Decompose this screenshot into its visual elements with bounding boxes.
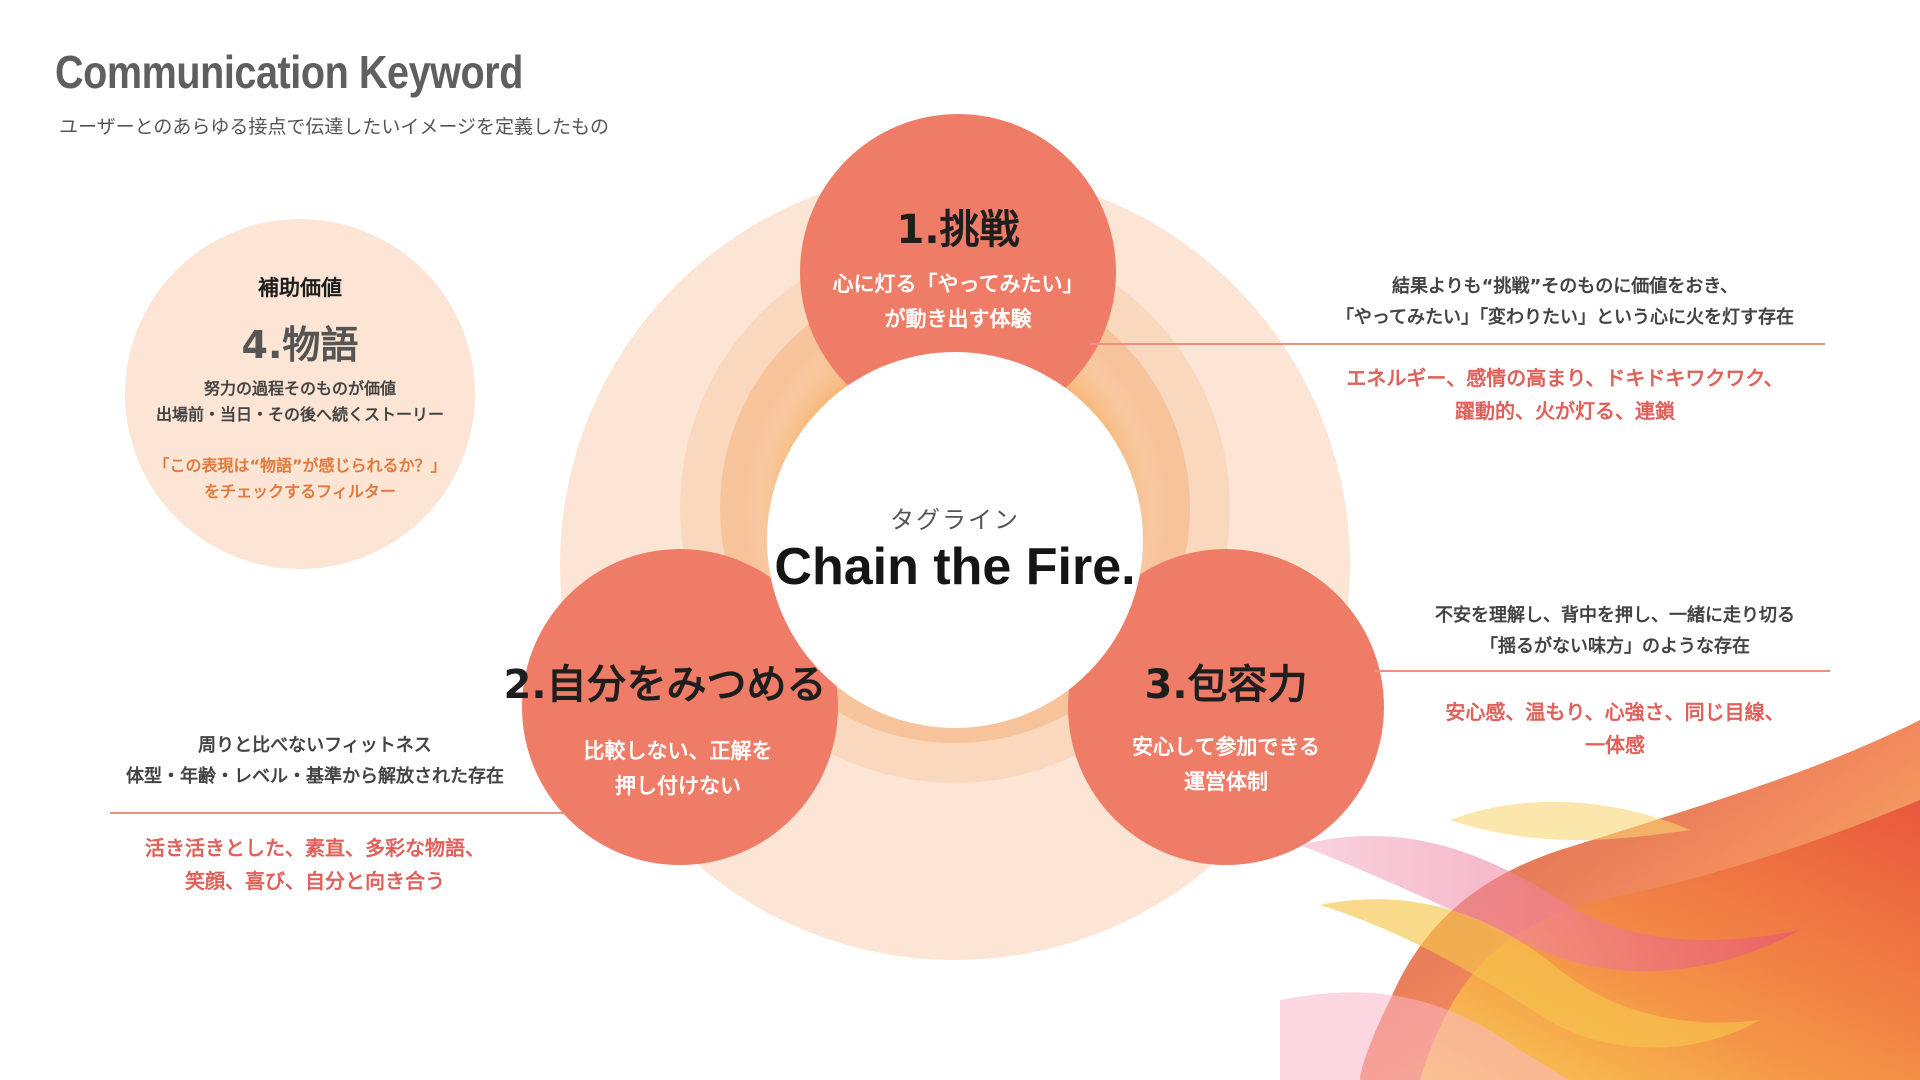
- keyword-3-description-line: 「揺るがない味方」のような存在: [1480, 636, 1750, 657]
- keyword-1-description-line: 「やってみたい」「変わりたい」という心に火を灯す存在: [1335, 307, 1795, 328]
- page-subtitle: ユーザーとのあらゆる接点で伝達したいイメージを定義したもの: [59, 116, 610, 138]
- keyword-2-keywords-line: 活き活きとした、素直、多彩な物語、: [145, 836, 485, 860]
- flame-decoration: [1280, 720, 1920, 1080]
- keyword-2-keywords-line: 笑顔、喜び、自分と向き合う: [185, 869, 445, 893]
- keyword-2-title: 2.自分をみつめる: [503, 662, 827, 708]
- keyword-1-description-line: 結果よりも“挑戦”そのものに価値をおき、: [1391, 276, 1739, 297]
- keyword-1-keywords: エネルギー、感情の高まり、ドキドキワクワク、 躍動的、火が灯る、連鎖: [1265, 362, 1865, 428]
- aux-description-line: 出場前・当日・その後へ続くストーリー: [155, 405, 444, 424]
- keyword-3-keywords-line: 一体感: [1585, 733, 1645, 757]
- keyword-2-inner: 比較しない、正解を 押し付けない: [528, 734, 828, 804]
- keyword-3-description-line: 不安を理解し、背中を押し、一緒に走り切る: [1435, 605, 1795, 626]
- keyword-3-keywords: 安心感、温もり、心強さ、同じ目線、 一体感: [1365, 696, 1865, 762]
- connector-line-2: [110, 812, 565, 814]
- keyword-circle-1: [800, 114, 1116, 430]
- keyword-1-inner-line: が動き出す体験: [884, 307, 1032, 331]
- aux-note-line: をチェックするフィルター: [204, 482, 396, 501]
- connector-line-3: [1375, 670, 1830, 672]
- aux-label: 補助価値: [258, 276, 342, 300]
- keyword-1-title: 1.挑戦: [896, 207, 1020, 253]
- tagline: Chain the Fire.: [774, 538, 1136, 596]
- keyword-3-inner: 安心して参加できる 運営体制: [1076, 730, 1376, 800]
- keyword-circle-2: [522, 549, 838, 865]
- keyword-3-inner-line: 運営体制: [1184, 770, 1268, 794]
- aux-circle: [125, 219, 475, 569]
- keyword-3-title: 3.包容力: [1144, 662, 1308, 708]
- keyword-3-inner-line: 安心して参加できる: [1132, 735, 1320, 759]
- keyword-1-keywords-line: エネルギー、感情の高まり、ドキドキワクワク、: [1346, 366, 1784, 390]
- keyword-2-description: 周りと比べないフィットネス 体型・年齢・レベル・基準から解放された存在: [80, 730, 550, 792]
- keyword-1-inner-line: 心に灯る「やってみたい」: [832, 272, 1084, 296]
- aux-title: 4.物語: [241, 323, 359, 367]
- aux-description-line: 努力の過程そのものが価値: [203, 379, 396, 398]
- keyword-1-description: 結果よりも“挑戦”そのものに価値をおき、 「やってみたい」「変わりたい」という心…: [1265, 271, 1865, 333]
- keyword-3-keywords-line: 安心感、温もり、心強さ、同じ目線、: [1445, 700, 1785, 724]
- keyword-2-description-line: 周りと比べないフィットネス: [198, 735, 432, 756]
- aux-note: 「この表現は“物語”が感じられるか？」 をチェックするフィルター: [125, 453, 475, 505]
- keyword-1-keywords-line: 躍動的、火が灯る、連鎖: [1455, 399, 1675, 423]
- keyword-2-description-line: 体型・年齢・レベル・基準から解放された存在: [126, 766, 504, 787]
- center-circle: [767, 352, 1143, 728]
- keyword-2-keywords: 活き活きとした、素直、多彩な物語、 笑顔、喜び、自分と向き合う: [80, 832, 550, 898]
- keyword-1-inner: 心に灯る「やってみたい」 が動き出す体験: [808, 267, 1108, 337]
- aux-note-line: 「この表現は“物語”が感じられるか？」: [153, 456, 447, 475]
- page-title: Communication Keyword: [55, 46, 523, 98]
- keyword-circle-3: [1068, 549, 1384, 865]
- tagline-label: タグライン: [890, 506, 1020, 534]
- keyword-2-inner-line: 比較しない、正解を: [583, 739, 773, 763]
- keyword-3-description: 不安を理解し、背中を押し、一緒に走り切る 「揺るがない味方」のような存在: [1365, 600, 1865, 662]
- connector-line-1: [1090, 343, 1825, 345]
- keyword-2-inner-line: 押し付けない: [615, 774, 741, 798]
- aux-description: 努力の過程そのものが価値 出場前・当日・その後へ続くストーリー: [125, 376, 475, 428]
